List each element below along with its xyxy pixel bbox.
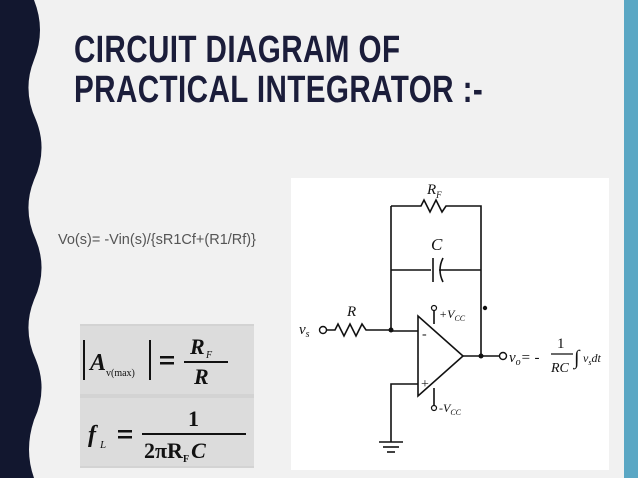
- vcc-neg-sub: CC: [450, 408, 461, 417]
- vcc-pos-sub: CC: [454, 314, 465, 323]
- ground-wire: [390, 383, 418, 442]
- cutoff-formula-box: f L 1 2πRFC: [80, 398, 254, 466]
- vcc-pos-label: +VCC: [439, 307, 466, 323]
- gain-subscript: v(max): [106, 368, 135, 379]
- gain-denominator: R: [193, 364, 209, 389]
- title-line-1: CIRCUIT DIAGRAM OF: [74, 29, 401, 71]
- vs-label-main: v: [299, 322, 306, 338]
- gain-numerator: R: [189, 334, 205, 359]
- right-accent-band: [624, 0, 638, 478]
- circuit-diagram: RF C R vs +VCC -VCC - + vo= - 1 RC ∫ vsd…: [291, 178, 609, 470]
- vo-label-main: v: [509, 350, 516, 366]
- cutoff-numerator: 1: [188, 406, 199, 431]
- vcc-neg-label: -VCC: [439, 401, 462, 417]
- vcc-pos-terminal: [430, 304, 438, 312]
- cutoff-den-sub: F: [183, 454, 189, 465]
- circuit-schematic: RF C R vs +VCC -VCC - + vo= - 1 RC ∫ vsd…: [299, 182, 601, 453]
- vo-equals: = -: [521, 350, 540, 366]
- inverting-sign: -: [422, 327, 427, 342]
- cutoff-denominator: 2πRFC: [144, 438, 206, 465]
- gain-symbol: A: [88, 350, 106, 376]
- rf-label-sub: F: [435, 190, 442, 200]
- output-gain-numerator: 1: [557, 336, 565, 352]
- vo-label-sub: o: [516, 357, 521, 368]
- cutoff-formula: f L 1 2πRFC: [88, 406, 246, 465]
- input-resistor: [327, 322, 418, 338]
- vs-label: vs: [299, 322, 310, 340]
- dot-mark: [482, 305, 488, 311]
- rf-label-main: R: [426, 182, 436, 198]
- vcc-pos-main: +V: [439, 307, 456, 321]
- cutoff-den-main: 2πR: [144, 438, 184, 463]
- slide-title: CIRCUIT DIAGRAM OF PRACTICAL INTEGRATOR …: [74, 30, 483, 110]
- integrand-dt: dt: [591, 351, 601, 365]
- output-terminal: [498, 351, 508, 361]
- vcc-neg-main: -V: [439, 401, 452, 415]
- op-amp-triangle: [417, 314, 465, 398]
- input-junction: [388, 327, 394, 333]
- cutoff-subscript: L: [99, 439, 106, 451]
- vo-label: vo= -: [509, 350, 540, 368]
- transfer-function: Vo(s)= -Vin(s)/{sR1Cf+(R1/Rf)}: [58, 232, 256, 248]
- noninverting-sign: +: [421, 377, 429, 392]
- rf-label: RF: [426, 182, 442, 200]
- vs-label-sub: s: [306, 329, 310, 340]
- feedback-resistor: [391, 198, 482, 358]
- vcc-neg-terminal: [430, 404, 438, 412]
- formula-panel: A v(max) R F R f L 1 2πRFC: [80, 324, 254, 468]
- integrand-main: v: [583, 351, 589, 365]
- r-label: R: [346, 304, 356, 320]
- cutoff-den-tail: C: [191, 438, 206, 463]
- integral-sign: ∫: [572, 347, 581, 370]
- input-terminal: [318, 325, 328, 335]
- gain-formula: A v(max) R F R: [83, 334, 228, 389]
- cutoff-symbol: f: [88, 422, 98, 448]
- integrand: vsdt: [583, 351, 601, 367]
- wavy-left-band: [0, 0, 42, 478]
- gain-formula-box: A v(max) R F R: [80, 326, 254, 394]
- integrand-sub: s: [588, 358, 591, 367]
- gain-numerator-sub: F: [205, 350, 213, 361]
- title-line-2: PRACTICAL INTEGRATOR :-: [74, 69, 484, 111]
- output-junction: [478, 353, 484, 359]
- output-gain-denominator: RC: [550, 361, 570, 376]
- c-label: C: [431, 235, 443, 254]
